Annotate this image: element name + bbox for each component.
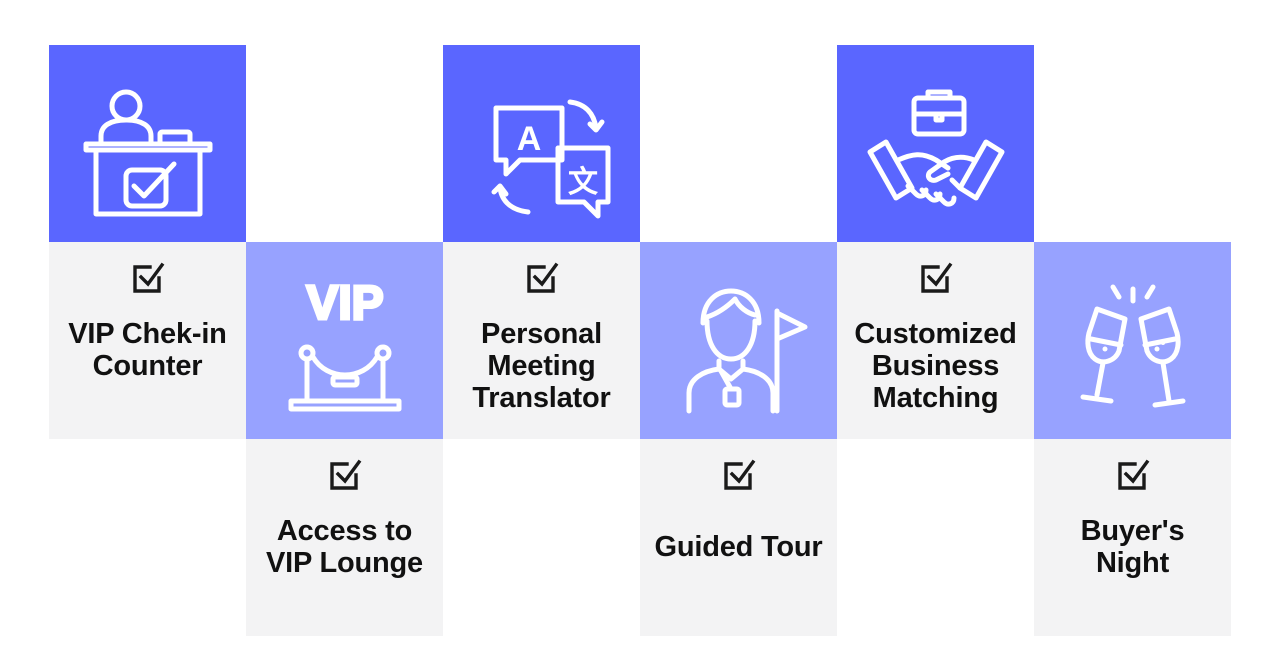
vip-rope-icon: VIP: [288, 275, 401, 411]
feature-label: Guided Tour: [654, 531, 823, 563]
feature-card-buyers-night: Buyer's Night: [1034, 439, 1231, 636]
tour-icon-tile: [640, 242, 837, 439]
translate-icon: A 文: [491, 99, 610, 218]
feature-label: Customized Business Matching: [854, 318, 1017, 414]
tour-guide-icon: [686, 288, 807, 413]
translator-icon-tile: A 文: [443, 45, 640, 242]
feature-card-business-matching: Customized Business Matching: [837, 242, 1034, 439]
champagne-toast-icon: [1080, 284, 1185, 407]
buyers-night-icon-tile: [1034, 242, 1231, 439]
checkbox-icon: [132, 262, 164, 293]
feature-card-translator: Personal Meeting Translator: [443, 242, 640, 439]
checkbox-icon: [920, 262, 952, 293]
lounge-icon-tile: VIP: [246, 242, 443, 439]
svg-text:A: A: [516, 120, 541, 158]
reception-desk-icon: [83, 89, 212, 216]
checkbox-icon: [1117, 459, 1149, 490]
checkbox-icon: [723, 459, 755, 490]
checkbox-icon: [526, 262, 558, 293]
handshake-icon: [867, 89, 1004, 207]
checkin-icon-tile: [49, 45, 246, 242]
feature-label: Access to VIP Lounge: [266, 515, 423, 579]
feature-label: Personal Meeting Translator: [472, 318, 611, 414]
matching-icon-tile: [837, 45, 1034, 242]
feature-card-guided-tour: Guided Tour: [640, 439, 837, 636]
svg-text:文: 文: [568, 165, 598, 199]
feature-card-vip-lounge: Access to VIP Lounge: [246, 439, 443, 636]
feature-label: VIP Chek-in Counter: [68, 318, 227, 382]
svg-text:VIP: VIP: [306, 277, 383, 330]
checkbox-icon: [329, 459, 361, 490]
feature-label: Buyer's Night: [1080, 515, 1185, 579]
feature-card-vip-checkin: VIP Chek-in Counter: [49, 242, 246, 439]
